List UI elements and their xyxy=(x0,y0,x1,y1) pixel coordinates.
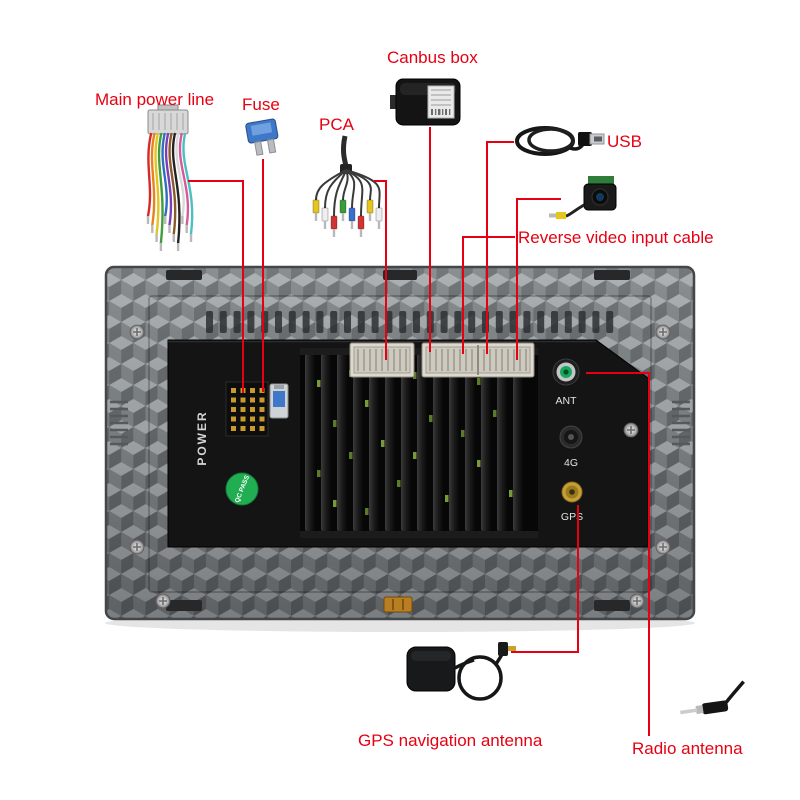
gps-port-text: GPS xyxy=(561,511,583,523)
fuse-holder xyxy=(269,383,289,419)
leader-reverse-label xyxy=(462,236,515,354)
leader-lines xyxy=(188,127,650,736)
bottom-amber-connector xyxy=(383,596,413,613)
main-power-line-image xyxy=(146,104,194,251)
harness-connector-a xyxy=(349,342,415,378)
pca-cable-image xyxy=(312,135,383,237)
leader-reverse-camera xyxy=(516,198,561,360)
label-gps-navigation-antenna: GPS navigation antenna xyxy=(358,731,543,750)
reverse-camera-image xyxy=(549,176,617,219)
leader-usb xyxy=(486,141,514,354)
qc-sticker: QC PASS xyxy=(225,472,259,506)
ant-port: ANT xyxy=(552,358,580,407)
fuse-image xyxy=(245,118,279,156)
ant-port-text: ANT xyxy=(556,395,578,407)
label-usb: USB xyxy=(607,132,642,151)
usb-cable-image xyxy=(515,126,605,156)
label-fuse: Fuse xyxy=(242,95,280,114)
heat-sink-fins xyxy=(300,348,538,538)
4g-port-text: 4G xyxy=(564,457,578,469)
harness-connector-b xyxy=(421,342,535,378)
leader-main-power-line xyxy=(188,180,244,393)
label-radio-antenna: Radio antenna xyxy=(632,739,743,758)
side-ridges xyxy=(110,400,690,446)
leader-pca xyxy=(374,180,387,360)
mounting-slots xyxy=(166,270,630,611)
gps-antenna-image xyxy=(406,642,516,701)
leader-gps-antenna xyxy=(511,505,579,653)
chassis-seam xyxy=(148,295,652,593)
head-unit-rear-panel: POWER QC PASS xyxy=(104,265,696,621)
power-port-label: POWER xyxy=(195,410,209,465)
label-pca: PCA xyxy=(319,115,354,134)
label-reverse-video-input-cable: Reverse video input cable xyxy=(518,228,714,247)
4g-port: 4G xyxy=(559,425,583,469)
power-connector xyxy=(225,381,269,437)
label-main-power-line: Main power line xyxy=(95,90,215,109)
label-canbus-box: Canbus box xyxy=(387,48,478,67)
canbus-box-image xyxy=(390,78,461,126)
radio-antenna-image xyxy=(680,680,745,715)
leader-radio-antenna xyxy=(586,372,650,736)
chassis-outline xyxy=(104,265,696,621)
main-board-module: POWER QC PASS xyxy=(167,339,649,548)
